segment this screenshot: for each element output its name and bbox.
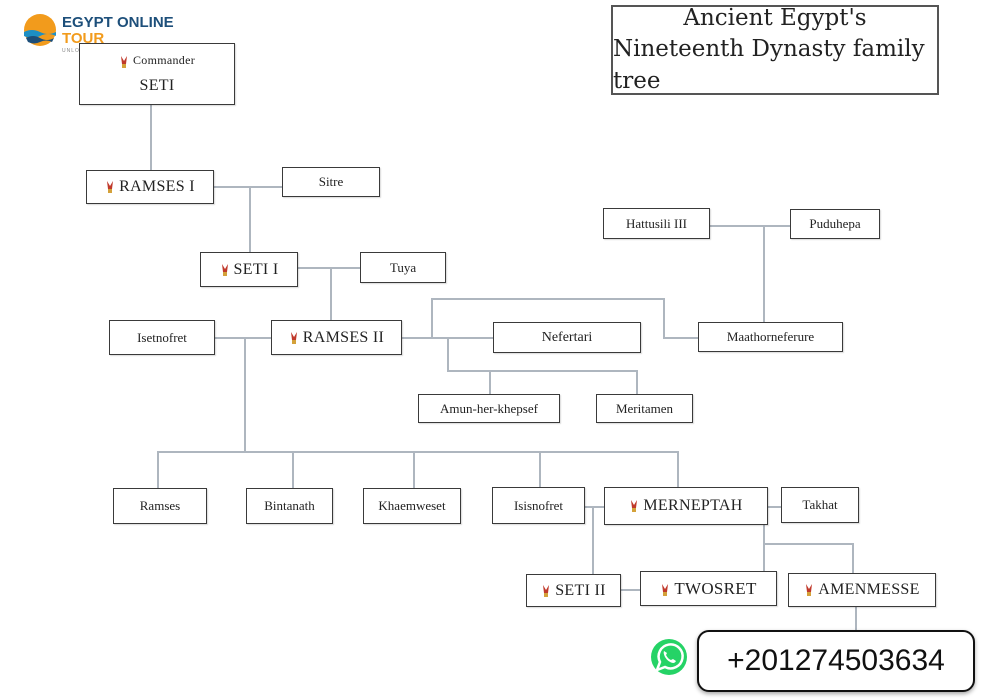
person-box-nefertari: Nefertari [493, 322, 641, 353]
phone-number: +201274503634 [727, 644, 945, 677]
person-box-twosret: TWOSRET [640, 571, 777, 606]
connector-line [852, 543, 854, 575]
connector-line [431, 298, 433, 338]
connector-line [249, 186, 251, 252]
connector-line [621, 589, 641, 591]
connector-line [585, 506, 605, 508]
person-name: MERNEPTAH [643, 497, 743, 514]
person-name: Isisnofret [513, 497, 564, 513]
logo-text-line2: TOUR [62, 30, 105, 47]
person-box-ramses-son: Ramses [113, 488, 207, 524]
connector-line [150, 104, 152, 170]
person-box-bintanath: Bintanath [246, 488, 333, 524]
person-name: RAMSES I [119, 178, 195, 195]
person-name: Amun-her-khepsef [440, 400, 538, 416]
person-box-meritamen: Meritamen [596, 394, 693, 423]
connector-line [431, 298, 664, 300]
person-name: Puduhepa [809, 216, 861, 231]
connector-line [213, 186, 283, 188]
connector-line [292, 451, 294, 488]
connector-line [636, 370, 638, 394]
person-box-tuya: Tuya [360, 252, 446, 283]
crown-icon [629, 499, 639, 513]
crown-icon [220, 263, 230, 277]
person-name: Hattusili III [625, 215, 687, 231]
person-name: SETI II [555, 581, 606, 599]
connector-line [592, 506, 594, 574]
person-box-khaemweset: Khaemweset [363, 488, 461, 524]
logo-text-line1: EGYPT ONLINE [62, 14, 174, 31]
connector-line [768, 506, 782, 508]
connector-line [663, 337, 699, 339]
connector-line [215, 337, 272, 339]
connector-line [763, 225, 765, 322]
connector-line [297, 267, 361, 269]
person-name: Isetnofret [137, 329, 187, 345]
title-line2: Nineteenth Dynasty family tree [613, 36, 925, 94]
person-name: Meritamen [615, 400, 674, 416]
whatsapp-icon[interactable] [649, 637, 689, 677]
person-box-merneptah: MERNEPTAH [604, 487, 768, 525]
sun-wave-logo-icon [24, 14, 56, 46]
person-name: SETI I [233, 260, 279, 278]
connector-line [413, 451, 415, 488]
person-box-takhat: Takhat [781, 487, 859, 523]
crown-icon [105, 180, 115, 194]
person-box-seti2: SETI II [526, 574, 621, 607]
person-box-puduhepa: Puduhepa [790, 209, 880, 239]
person-box-maathorneferure: Maathorneferure [698, 322, 843, 352]
person-name: SETI [139, 76, 175, 94]
person-box-amun-her-khepsef: Amun-her-khepsef [418, 394, 560, 423]
connector-line [244, 337, 246, 452]
person-box-ramses1: RAMSES I [86, 170, 214, 204]
title-line1: Ancient Egypt's [683, 5, 867, 32]
person-name: Nefertari [541, 329, 593, 345]
person-box-sitre: Sitre [282, 167, 380, 197]
person-name: Tuya [389, 259, 417, 275]
person-name: Khaemweset [378, 498, 446, 513]
diagram-title: Ancient Egypt's Nineteenth Dynasty famil… [611, 5, 939, 95]
connector-line [709, 225, 791, 227]
person-box-ramses2: RAMSES II [271, 320, 402, 355]
person-name: TWOSRET [674, 578, 757, 598]
person-name: RAMSES II [302, 328, 385, 346]
person-box-isetnofret: Isetnofret [109, 320, 215, 355]
connector-line [539, 451, 541, 488]
crown-icon [660, 582, 670, 596]
connector-line [157, 451, 678, 453]
person-box-hattusili: Hattusili III [603, 208, 710, 239]
connector-line [677, 451, 679, 488]
person-name: Sitre [318, 174, 344, 189]
person-name: Bintanath [264, 498, 315, 513]
person-name: Takhat [802, 497, 838, 512]
connector-line [330, 267, 332, 320]
connector-line [763, 543, 853, 545]
commander-label: Commander [132, 53, 196, 68]
person-name: Ramses [139, 498, 181, 513]
person-box-seti-founder: Commander SETI [79, 43, 235, 105]
connector-line [763, 524, 765, 574]
person-name: Maathorneferure [726, 329, 815, 344]
crown-icon [289, 331, 299, 345]
connector-line [663, 298, 665, 338]
person-box-seti1: SETI I [200, 252, 298, 287]
crown-icon [804, 583, 814, 597]
phone-contact-button[interactable]: +201274503634 [697, 630, 975, 692]
connector-line [157, 451, 159, 488]
person-box-isisnofret: Isisnofret [492, 487, 585, 524]
egypt-online-tour-logo: EGYPT ONLINE TOUR UNLOCK WORLD'S WONDERS [22, 12, 174, 56]
person-box-amenmesse: AMENMESSE [788, 573, 936, 607]
connector-line [855, 605, 857, 631]
crown-icon [541, 584, 551, 598]
person-name: AMENMESSE [818, 581, 920, 598]
connector-line [447, 337, 449, 371]
connector-line [489, 370, 491, 394]
crown-icon [119, 55, 129, 69]
connector-line [447, 370, 637, 372]
